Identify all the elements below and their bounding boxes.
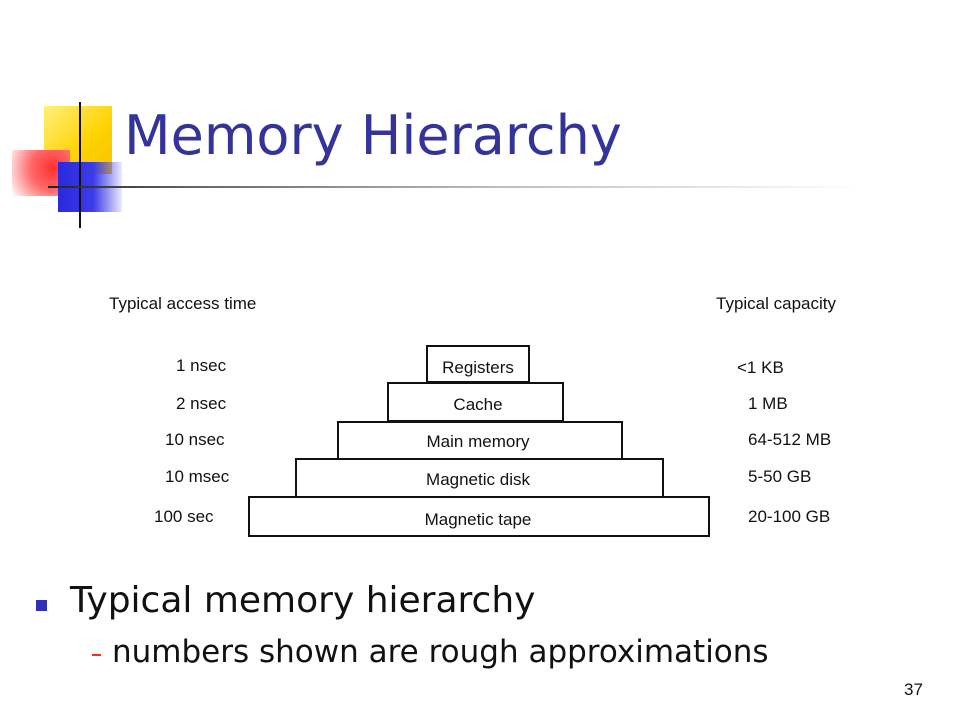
access-time-magnetic-tape: 100 sec — [154, 507, 214, 526]
level-box — [337, 421, 623, 460]
pyramid-level-registers: Registers — [426, 345, 530, 383]
logo-vertical-line — [79, 102, 81, 228]
access-time-cache: 2 nsec — [176, 394, 227, 413]
pyramid-level-magnetic-tape: Magnetic tape — [248, 496, 710, 537]
title-underline — [48, 186, 860, 188]
capacity-main-memory: 64-512 MB — [748, 430, 831, 449]
sub-bullet-text: numbers shown are rough approximations — [112, 634, 769, 670]
access-time-header: Typical access time — [109, 294, 256, 313]
page-number: 37 — [904, 680, 923, 699]
access-time-registers: 1 nsec — [176, 356, 227, 375]
capacity-magnetic-disk: 5-50 GB — [748, 467, 811, 486]
level-label: Main memory — [427, 432, 530, 451]
capacity-header: Typical capacity — [716, 294, 836, 313]
level-box — [295, 458, 664, 498]
level-label: Magnetic tape — [425, 510, 532, 529]
pyramid-level-cache: Cache — [387, 382, 564, 422]
level-label: Registers — [442, 358, 514, 377]
bullet-text: Typical memory hierarchy — [70, 580, 536, 621]
slide-title: Memory Hierarchy — [124, 104, 622, 167]
capacity-registers: <1 KB — [737, 358, 784, 377]
level-label: Cache — [453, 395, 502, 414]
capacity-cache: 1 MB — [748, 394, 788, 413]
access-time-main-memory: 10 nsec — [165, 430, 225, 449]
access-time-magnetic-disk: 10 msec — [165, 467, 230, 486]
capacity-magnetic-tape: 20-100 GB — [748, 507, 830, 526]
pyramid-level-main-memory: Main memory — [337, 421, 623, 460]
level-label: Magnetic disk — [426, 470, 530, 489]
dash-bullet-icon — [92, 654, 101, 656]
level-box — [248, 496, 710, 537]
square-bullet-icon — [36, 600, 47, 611]
pyramid-level-magnetic-disk: Magnetic disk — [295, 458, 664, 498]
